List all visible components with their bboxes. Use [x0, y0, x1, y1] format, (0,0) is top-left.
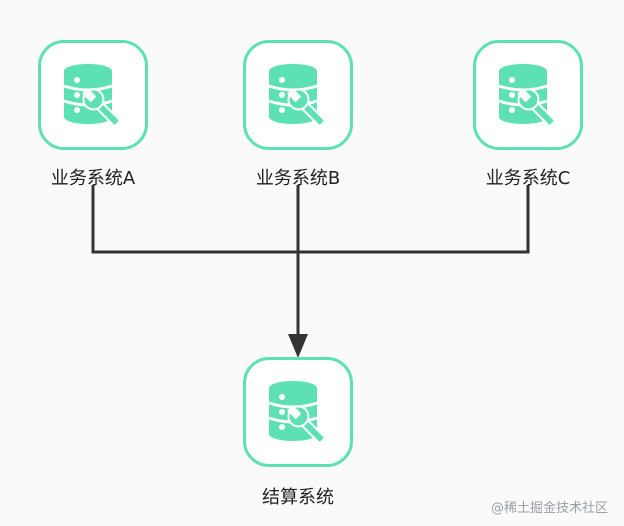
node-label-a: 业务系统A	[50, 168, 136, 189]
database-wrench-icon	[268, 381, 326, 444]
node-label-c: 业务系统C	[485, 168, 571, 189]
watermark: @稀土掘金技术社区	[490, 501, 608, 516]
database-wrench-icon	[268, 64, 326, 127]
node-label-b: 业务系统B	[255, 168, 341, 189]
node-business-system-a[interactable]	[38, 40, 148, 150]
edge-a-to-merge	[91, 185, 298, 254]
arrowhead-to-settlement	[288, 334, 308, 358]
node-business-system-b[interactable]	[243, 40, 353, 150]
database-wrench-icon	[63, 64, 121, 127]
edge-c-to-merge	[298, 185, 530, 254]
node-business-system-c[interactable]	[473, 40, 583, 150]
database-wrench-icon	[498, 64, 556, 127]
node-settlement-system[interactable]	[243, 357, 353, 467]
node-label-settlement: 结算系统	[262, 487, 334, 508]
